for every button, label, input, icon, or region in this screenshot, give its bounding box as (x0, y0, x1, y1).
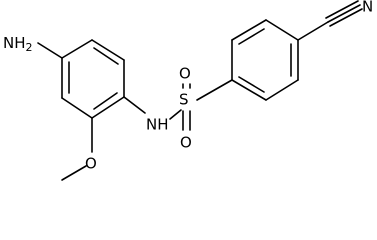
ring2-bond-6 (231, 79, 267, 101)
ring1-double-1 (93, 47, 119, 65)
nitrile-nitrogen-label: N (362, 0, 373, 16)
ring2-bond-5 (265, 79, 299, 101)
amine-bond (37, 42, 63, 59)
oxygen-bottom-label: O (180, 134, 192, 152)
nitrile-triple-c (329, 8, 363, 27)
ring2-bond-2 (231, 19, 267, 41)
ring2-bond-3 (265, 19, 299, 41)
ring2-double-3 (238, 76, 265, 93)
methoxy-o-ch3-bond (61, 165, 87, 181)
ring1-bond-1 (61, 39, 93, 59)
sulfonamide-nh-label: NH (146, 116, 169, 134)
benzonitrile-ring (231, 19, 299, 101)
aniline-ring (61, 39, 125, 119)
nitrile-triple-b (325, 0, 359, 19)
ring1-bond-2 (91, 39, 125, 61)
ring1-bond-5 (61, 97, 93, 119)
ring1-double-2 (93, 92, 118, 110)
chemical-structure: NH2 O NH S O O N (3, 0, 373, 181)
s-ring-bond (196, 79, 233, 101)
ring1-bond-4 (91, 96, 125, 119)
amine-label: NH2 (3, 34, 33, 55)
ring2-double-1 (238, 28, 265, 45)
n-s-bond (169, 109, 182, 120)
methoxy-oxygen: O (85, 155, 97, 173)
nitrile-triple-a (327, 4, 361, 23)
sulfur-label: S (179, 91, 189, 109)
ring-n-bond (123, 96, 146, 114)
oxygen-top-label: O (179, 65, 191, 83)
ring-cn-bond (297, 21, 329, 41)
